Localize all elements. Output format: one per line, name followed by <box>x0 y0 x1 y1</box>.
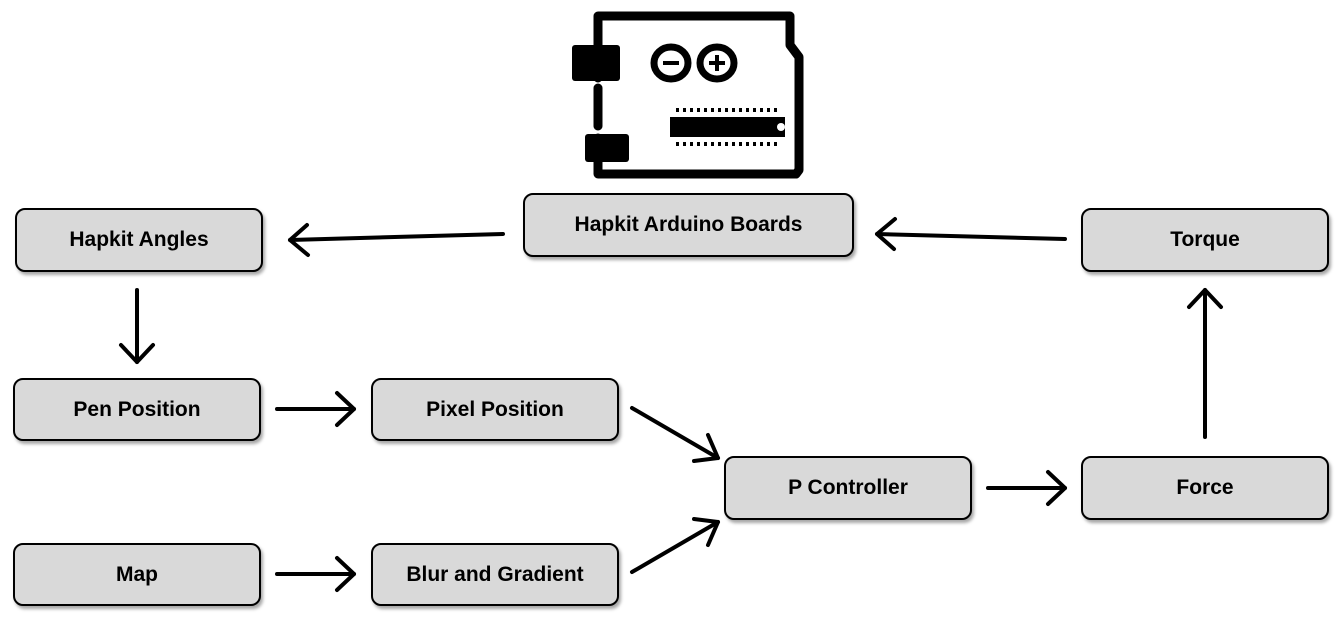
arrow-pcontroller-to-force <box>986 470 1067 506</box>
node-label: Map <box>116 562 158 586</box>
node-force: Force <box>1081 456 1329 520</box>
node-hapkit-angles: Hapkit Angles <box>15 208 263 272</box>
arrow-torque-to-arduino <box>875 217 1067 251</box>
arrow-blur-to-pcontroller <box>630 517 720 574</box>
node-label: Force <box>1176 476 1234 499</box>
node-label: Hapkit Arduino Boards <box>574 213 803 236</box>
node-hapkit-arduino-boards: Hapkit Arduino Boards <box>523 193 854 257</box>
arrow-arduino-to-angles <box>288 223 505 257</box>
arrow-map-to-blur <box>275 556 356 592</box>
node-p-controller: P Controller <box>724 456 972 520</box>
node-map: Map <box>13 543 261 606</box>
node-pen-position: Pen Position <box>13 378 261 441</box>
node-label: Hapkit Angles <box>69 228 209 251</box>
arrow-angles-to-pen <box>119 288 155 364</box>
node-label: Pen Position <box>73 397 201 421</box>
node-pixel-position: Pixel Position <box>371 378 619 441</box>
node-blur-and-gradient: Blur and Gradient <box>371 543 619 606</box>
node-label: Blur and Gradient <box>406 562 584 586</box>
node-label: Pixel Position <box>426 397 564 421</box>
node-torque: Torque <box>1081 208 1329 272</box>
arrow-pen-to-pixel <box>275 391 356 427</box>
node-label: P Controller <box>788 476 908 499</box>
node-label: Torque <box>1170 228 1240 251</box>
arrow-force-to-torque <box>1187 288 1223 439</box>
arrow-pixel-to-pcontroller <box>630 406 720 463</box>
